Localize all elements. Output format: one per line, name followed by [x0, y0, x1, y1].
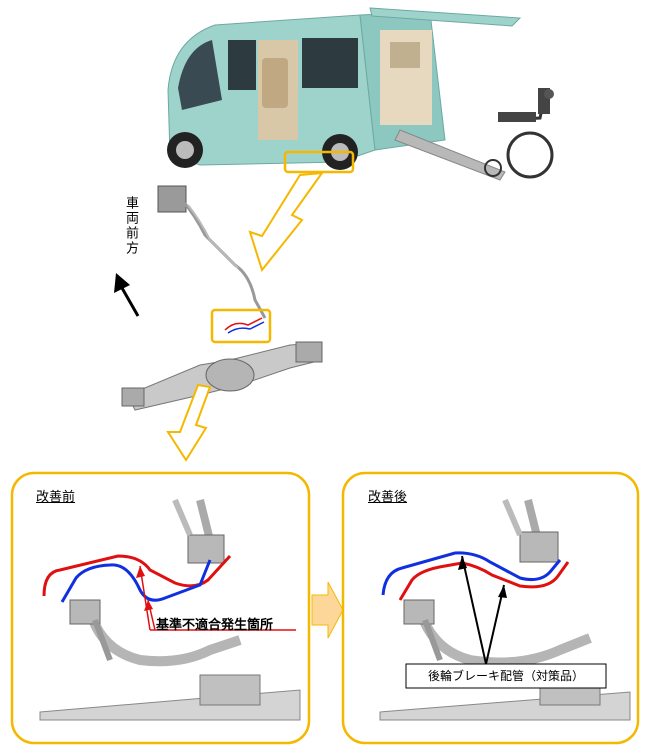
- zoom-arrow-upper: [248, 171, 325, 273]
- van-illustration: [167, 7, 554, 181]
- before-parts: [39, 498, 301, 721]
- rear-axle: [121, 341, 323, 411]
- after-callout-label: 後輪ブレーキ配管（対策品）: [427, 669, 584, 683]
- direction-label: 車両前方: [123, 196, 138, 256]
- before-callout-arrows: [136, 565, 296, 631]
- brake-pipe-route: [157, 185, 267, 319]
- after-blue-pipe: [381, 551, 562, 596]
- before-blue-pipe: [60, 559, 212, 603]
- after-callout-box: [405, 663, 607, 689]
- zoom-arrow-lower: [166, 383, 212, 462]
- before-panel-title: 改善前: [36, 490, 76, 505]
- after-callout-arrows: [458, 555, 507, 665]
- chassis-highlight-box: [210, 308, 272, 344]
- after-red-pipe: [398, 561, 570, 601]
- van-highlight-box: [283, 150, 355, 174]
- transition-arrow: [311, 581, 344, 639]
- front-direction-indicator: [114, 273, 140, 317]
- before-callout-label: 基準不適合発生箇所: [156, 618, 274, 633]
- after-panel-title: 改善後: [368, 490, 408, 505]
- wheelchair: [484, 88, 554, 179]
